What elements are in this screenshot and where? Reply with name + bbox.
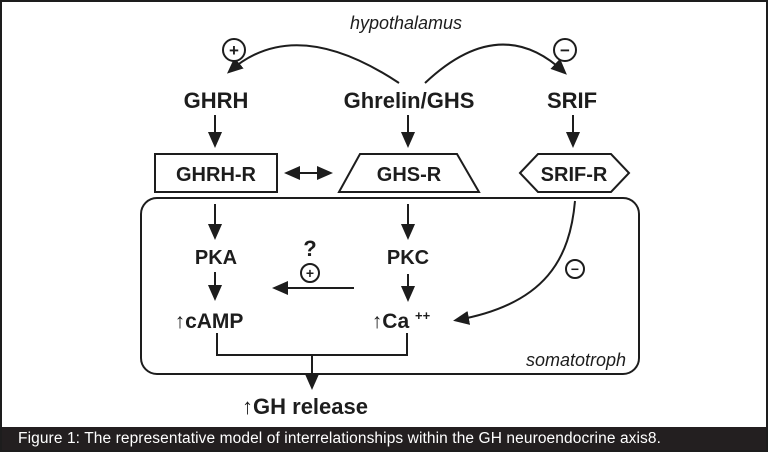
pka-label: PKA [195,247,237,269]
plus-sign-inner: + [306,265,314,281]
ghrelin-ghs-label: Ghrelin/GHS [344,88,475,113]
somatotroph-cell-outline [140,197,640,375]
ghrh-receptor-label: GHRH-R [176,164,257,186]
plus-circle-inner-icon: + [300,263,320,283]
arc-srifr-inhibits-ca [453,200,576,325]
plus-circle-icon: + [222,38,246,62]
question-mark-label: ? [303,236,316,261]
somatotroph-label: somatotroph [526,350,626,370]
plus-sign: + [229,41,239,60]
arc-ghrelin-to-srif [424,43,567,84]
minus-sign: − [560,41,570,60]
minus-circle-icon: − [553,38,577,62]
srif-label: SRIF [547,88,597,113]
minus-sign-inner: − [571,261,579,277]
srif-receptor-label: SRIF-R [541,164,608,186]
minus-circle-inner-icon: − [565,259,585,279]
srif-receptor-hexagon [518,153,631,193]
pkc-label: PKC [387,247,429,269]
figure-caption-text: Figure 1: The representative model of in… [18,429,662,447]
camp-label: ↑cAMP [175,310,244,333]
arc-ghrelin-to-ghrh [226,44,400,84]
ca-base-text: ↑Ca [372,310,410,333]
ghrh-receptor-box [154,153,278,193]
figure-caption-bar: Figure 1: The representative model of in… [2,427,766,450]
gh-release-label: ↑GH release [242,394,368,419]
diagram-canvas: hypothalamus + − GHRH Ghrelin/GHS SRIF [140,13,640,419]
ghrh-label: GHRH [184,88,249,113]
gh-axis-diagram: hypothalamus + − GHRH Ghrelin/GHS SRIF [2,2,766,427]
hypothalamus-label: hypothalamus [350,13,462,33]
ghs-receptor-label: GHS-R [377,164,442,186]
ghs-receptor-trapezoid [337,153,481,193]
ca-superscript: ++ [415,308,431,323]
ca-label: ↑Ca ++ [372,308,431,333]
